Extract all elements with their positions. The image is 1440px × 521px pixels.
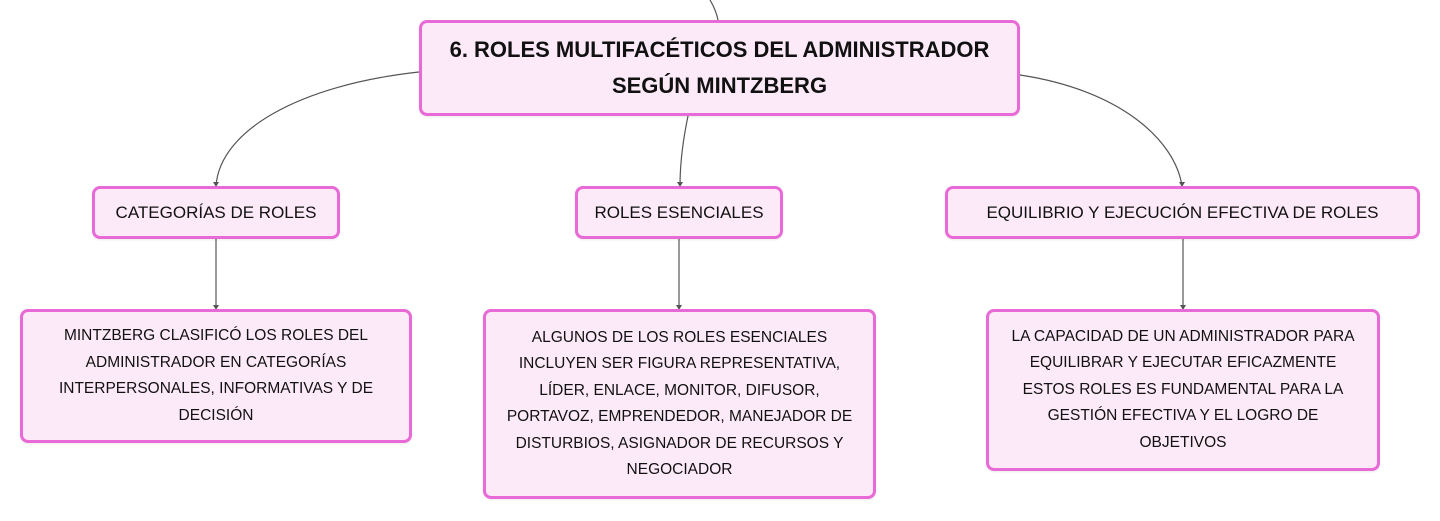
- root-title-line: 6. ROLES MULTIFACÉTICOS DEL ADMINISTRADO…: [449, 37, 990, 62]
- root-title-line: SEGÚN MINTZBERG: [611, 73, 828, 98]
- detail-line: INCLUYEN SER FIGURA REPRESENTATIVA,: [518, 355, 841, 372]
- detail-line: NEGOCIADOR: [626, 461, 733, 478]
- detail-line: DISTURBIOS, ASIGNADOR DE RECURSOS Y: [515, 434, 844, 452]
- node-label: EQUILIBRIO Y EJECUCIÓN EFECTIVA DE ROLES: [986, 202, 1379, 222]
- node-label: CATEGORÍAS DE ROLES: [115, 202, 317, 222]
- connector-parent: [709, 0, 719, 21]
- detail-categorias[interactable]: MINTZBERG CLASIFICÓ LOS ROLES DEL ADMINI…: [20, 309, 412, 443]
- node-label: ROLES ESENCIALES: [594, 202, 764, 222]
- detail-line: DECISIÓN: [178, 406, 254, 424]
- detail-line: OBJETIVOS: [1139, 433, 1227, 451]
- connector-root-essential: [679, 115, 689, 187]
- node-equilibrio-ejecucion[interactable]: EQUILIBRIO Y EJECUCIÓN EFECTIVA DE ROLES: [945, 186, 1420, 239]
- detail-line: LÍDER, ENLACE, MONITOR, DIFUSOR,: [539, 381, 820, 399]
- connector-root-categories: [215, 71, 420, 187]
- detail-line: LA CAPACIDAD DE UN ADMINISTRADOR PARA: [1011, 327, 1355, 345]
- detail-line: ESTOS ROLES ES FUNDAMENTAL PARA LA: [1022, 380, 1344, 398]
- detail-line: ALGUNOS DE LOS ROLES ESENCIALES: [531, 328, 828, 346]
- detail-line: EQUILIBRAR Y EJECUTAR EFICAZMENTE: [1029, 354, 1337, 372]
- detail-line: MINTZBERG CLASIFICÓ LOS ROLES DEL: [63, 327, 369, 344]
- detail-equilibrio[interactable]: LA CAPACIDAD DE UN ADMINISTRADOR PARA EQ…: [986, 309, 1380, 471]
- root-node[interactable]: 6. ROLES MULTIFACÉTICOS DEL ADMINISTRADO…: [419, 20, 1020, 116]
- node-categorias-de-roles[interactable]: CATEGORÍAS DE ROLES: [92, 186, 340, 239]
- connector-root-balance: [1019, 74, 1183, 187]
- detail-line: GESTIÓN EFECTIVA Y EL LOGRO DE: [1047, 407, 1319, 425]
- detail-line: INTERPERSONALES, INFORMATIVAS Y DE: [58, 380, 374, 397]
- node-roles-esenciales[interactable]: ROLES ESENCIALES: [575, 186, 783, 239]
- detail-line: PORTAVOZ, EMPRENDEDOR, MANEJADOR DE: [506, 408, 853, 425]
- detail-roles-esenciales[interactable]: ALGUNOS DE LOS ROLES ESENCIALES INCLUYEN…: [483, 309, 876, 499]
- detail-line: ADMINISTRADOR EN CATEGORÍAS: [85, 353, 347, 371]
